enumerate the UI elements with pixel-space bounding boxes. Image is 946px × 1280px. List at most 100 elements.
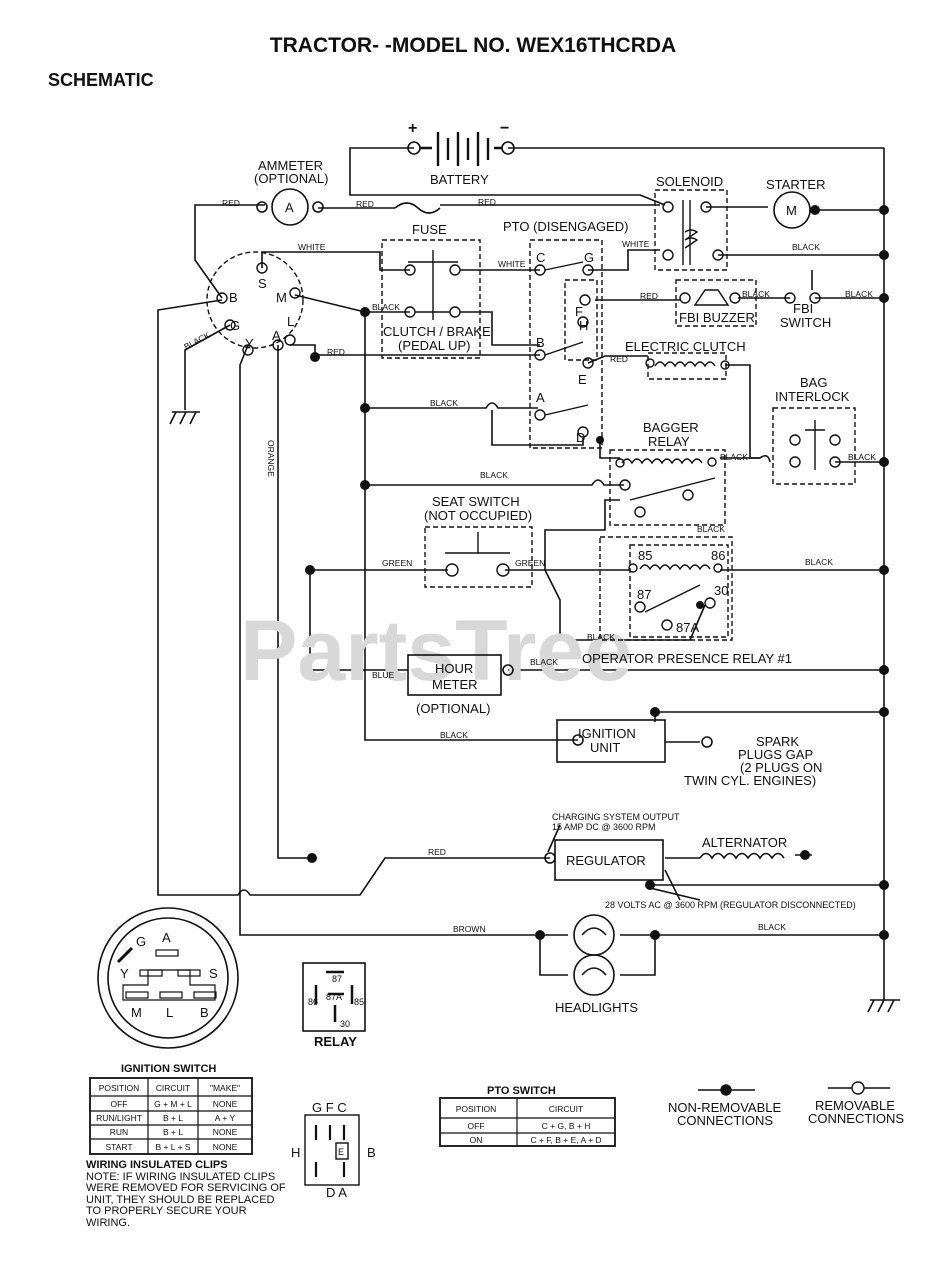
alternator-label: ALTERNATOR: [702, 835, 787, 850]
clutch-brake-switch: [381, 239, 481, 359]
ignition-table-cell: RUN/LIGHT: [96, 1113, 142, 1123]
pto-switch-table: [439, 1097, 616, 1147]
pto-pinout-top: G F C: [312, 1100, 347, 1115]
electric-clutch: [645, 352, 730, 380]
fbi-switch-label-2: SWITCH: [780, 315, 831, 330]
pto-d-wire: [491, 410, 584, 446]
note-heading: WIRING INSULATED CLIPS: [86, 1159, 228, 1171]
wire-label-white-1: WHITE: [298, 242, 326, 252]
wire-label-red-1: RED: [222, 198, 240, 208]
wire-label-blue: BLUE: [372, 670, 395, 680]
wire-label-green-2: GREEN: [515, 558, 545, 568]
bagger-relay: [609, 449, 726, 526]
alternator-coil: [699, 852, 785, 860]
relay-pin-87: 87: [332, 974, 342, 984]
wire-label-black-2: BLACK: [372, 302, 400, 312]
pto-terminal-e: E: [578, 372, 587, 387]
solenoid-label: SOLENOID: [656, 174, 723, 189]
wire-label-brown: BROWN: [453, 924, 486, 934]
bag-interlock-wire: [720, 454, 771, 463]
ignition-table-cell: START: [105, 1142, 132, 1152]
ignition-unit-label-1: IGNITION: [578, 726, 636, 741]
legend-removable: [828, 1081, 890, 1095]
ign-terminal-y: Y: [245, 336, 254, 351]
hour-meter-label-2: METER: [432, 677, 478, 692]
fbi-switch: [784, 292, 821, 304]
relay-label: RELAY: [314, 1034, 357, 1049]
ignition-b-wire: [194, 210, 223, 299]
ammeter-left-wire: [194, 204, 265, 210]
pto-terminal-h: H: [579, 318, 588, 333]
wire-label-black-12: BLACK: [587, 632, 615, 642]
ignition-table-header: "MAKE": [210, 1083, 240, 1093]
ground-symbol: [169, 411, 200, 425]
spark-label-2: PLUGS GAP: [738, 747, 813, 762]
black-wire-bagger: [365, 479, 624, 486]
pto-table-header: POSITION: [456, 1104, 497, 1114]
bag-interlock-label-1: BAG: [800, 375, 827, 390]
ignition-unit: [556, 719, 713, 763]
blue-wire: [309, 570, 408, 671]
battery-positive-wire: [349, 147, 666, 206]
ignition-table-cell: B + L: [163, 1127, 183, 1137]
clutch-brake-label-1: CLUTCH / BRAKE: [383, 324, 491, 339]
ignition-switch-label: IGNITION SWITCH: [121, 1063, 216, 1075]
ignition-table-cell: NONE: [213, 1099, 238, 1109]
electric-clutch-label: ELECTRIC CLUTCH: [625, 339, 746, 354]
pto-terminal-b: B: [536, 335, 545, 350]
relay-terminal-30: 30: [714, 583, 728, 598]
face-terminal-g: G: [136, 934, 146, 949]
ign-terminal-m: M: [276, 290, 287, 305]
charging-label-2: 15 AMP DC @ 3600 RPM: [552, 822, 656, 832]
charging-label-1: CHARGING SYSTEM OUTPUT: [552, 812, 680, 822]
a-terminal-wire: [277, 345, 312, 859]
note-text: NOTE: IF WIRING INSULATED CLIPS WERE REM…: [86, 1170, 286, 1229]
fbi-buzzer-label: FBI BUZZER: [679, 310, 755, 325]
legend-non-removable: [698, 1084, 755, 1096]
black-wire-pto-a: [365, 402, 538, 409]
fbi-switch-label-1: FBI: [793, 301, 813, 316]
pto-pinout: [304, 1114, 360, 1186]
ammeter: [256, 188, 324, 226]
wire-label-black-14: BLACK: [440, 730, 468, 740]
relay-pin-86: 86: [308, 997, 318, 1007]
wire-label-black-11: BLACK: [805, 557, 833, 567]
ign-terminal-a: A: [272, 328, 281, 343]
battery: [407, 132, 515, 166]
ignition-table-cell: RUN: [110, 1127, 128, 1137]
face-terminal-m: M: [131, 1005, 142, 1020]
relay-pin-87a: 87A: [326, 992, 342, 1002]
schematic-heading: SCHEMATIC: [48, 70, 154, 90]
ignition-switch-connector: [206, 251, 304, 356]
face-terminal-l: L: [166, 1005, 173, 1020]
wire-label-red-6: RED: [610, 354, 628, 364]
bagger-relay-label-2: RELAY: [648, 434, 690, 449]
ign-terminal-s: S: [258, 276, 267, 291]
clutch-pto-wire: [460, 311, 540, 346]
bagger-relay-label-1: BAGGER: [643, 420, 699, 435]
starter-symbol: M: [786, 203, 797, 218]
ground-symbol-bottom: [867, 999, 900, 1013]
red-regulator-wire: [157, 299, 550, 896]
wire-label-black-1: BLACK: [792, 242, 820, 252]
pto-terminal-d: D: [576, 430, 585, 445]
pto-table-header: CIRCUIT: [549, 1104, 583, 1114]
wire-label-orange: ORANGE: [266, 440, 276, 477]
spark-label-4: TWIN CYL. ENGINES): [684, 773, 816, 788]
ignition-table-cell: B + L + S: [155, 1142, 190, 1152]
pto-terminal-c: C: [536, 250, 545, 265]
wires: [157, 147, 900, 1013]
battery-plus: +: [408, 120, 417, 137]
white-wire-3: [588, 249, 660, 271]
legend-removable-2: CONNECTIONS: [808, 1111, 904, 1126]
watermark: PartsTree: [240, 603, 632, 699]
wire-label-red-5: RED: [327, 347, 345, 357]
face-terminal-b: B: [200, 1005, 209, 1020]
ignition-switch-table: [89, 1077, 253, 1155]
page-title: TRACTOR- -MODEL NO. WEX16THCRDA: [269, 34, 677, 57]
ignition-table-cell: G + M + L: [154, 1099, 192, 1109]
ign-terminal-l: L: [287, 314, 294, 329]
seat-switch: [424, 526, 533, 588]
